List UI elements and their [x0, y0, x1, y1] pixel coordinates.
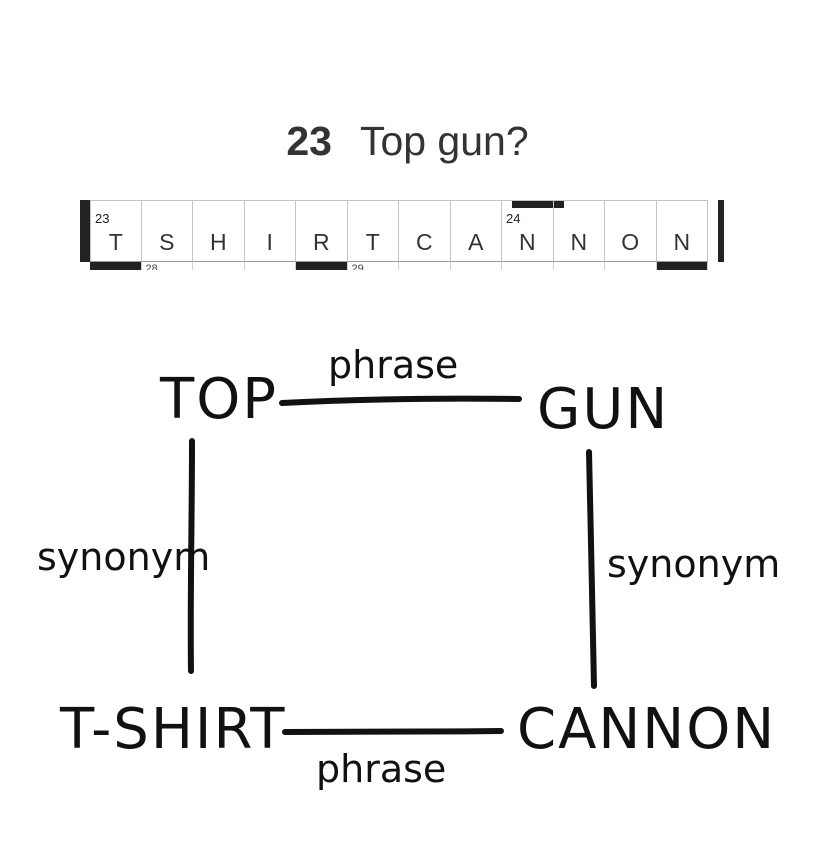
grid-cell-partial — [605, 262, 657, 270]
grid-cell-partial — [399, 262, 451, 270]
clue-text: Top gun? — [359, 118, 529, 164]
grid-cell-partial — [245, 262, 296, 270]
grid-cell[interactable]: N — [656, 200, 708, 262]
grid-cell[interactable]: I — [244, 200, 296, 262]
grid-cell-partial: 29 — [348, 262, 399, 270]
next-row-partial: 28 29 — [90, 262, 708, 270]
grid-cell[interactable]: S — [141, 200, 193, 262]
clue-header: 23 Top gun? — [0, 116, 815, 166]
edge-line-right — [586, 449, 597, 689]
grid-cell[interactable]: C — [399, 200, 451, 262]
grid-cell[interactable]: H — [193, 200, 245, 262]
clue-number: 23 — [286, 118, 332, 164]
grid-cell-partial: 28 — [142, 262, 193, 270]
grid-cell-partial — [451, 262, 502, 270]
edge-label-bottom: phrase — [316, 747, 446, 791]
edge-label-right: synonym — [607, 542, 780, 586]
grid-cell[interactable]: R — [296, 200, 348, 262]
grid-cell-partial — [296, 262, 348, 270]
edge-label-top: phrase — [328, 343, 458, 387]
grid-cell-partial — [90, 262, 142, 270]
node-t-shirt: T-SHIRT — [59, 697, 287, 762]
grid-cell[interactable]: T — [347, 200, 399, 262]
black-square-left — [80, 200, 90, 262]
grid-cell[interactable]: O — [605, 200, 657, 262]
black-square-right — [718, 200, 724, 262]
grid-cell[interactable]: A — [450, 200, 502, 262]
edge-line-bottom — [282, 728, 504, 735]
grid-cell-partial — [656, 262, 708, 270]
edge-line-top — [279, 395, 522, 406]
grid-cell-partial — [193, 262, 245, 270]
black-square-top — [512, 200, 564, 208]
edge-line-left — [187, 438, 195, 674]
grid-cell-partial — [554, 262, 605, 270]
node-gun: GUN — [537, 377, 669, 442]
grid-cell[interactable]: N — [553, 200, 605, 262]
node-top: TOP — [159, 367, 278, 432]
edge-label-left: synonym — [37, 535, 210, 579]
grid-cell-partial — [502, 262, 554, 270]
node-cannon: CANNON — [517, 697, 776, 762]
